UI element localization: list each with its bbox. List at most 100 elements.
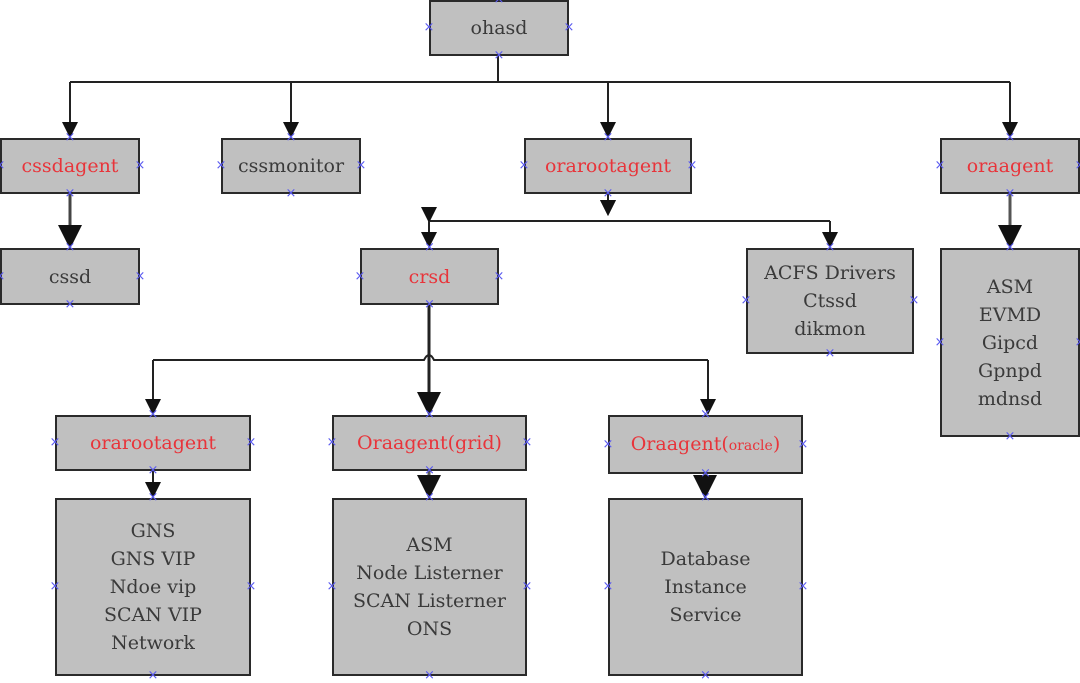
connection-point-icon[interactable]: × bbox=[521, 579, 533, 594]
node-label: ASM bbox=[406, 534, 453, 556]
node-crsd[interactable]: crsd bbox=[360, 248, 499, 305]
connection-point-icon[interactable]: × bbox=[521, 435, 533, 450]
connection-point-icon[interactable]: × bbox=[824, 346, 836, 361]
node-label: crsd bbox=[408, 265, 451, 288]
connection-point-icon[interactable]: × bbox=[563, 20, 575, 35]
connection-point-icon[interactable]: × bbox=[326, 435, 338, 450]
node-label: Network bbox=[111, 632, 195, 654]
connection-point-icon[interactable]: × bbox=[245, 435, 257, 450]
connection-point-icon[interactable]: × bbox=[424, 490, 435, 505]
node-label: dikmon bbox=[794, 318, 866, 340]
connection-point-icon[interactable]: × bbox=[424, 297, 435, 312]
node-label: SCAN Listerner bbox=[353, 590, 506, 612]
connection-point-icon[interactable]: × bbox=[424, 463, 435, 478]
connection-point-icon[interactable]: × bbox=[49, 435, 61, 450]
connection-point-icon[interactable]: × bbox=[1004, 429, 1016, 444]
connection-point-icon[interactable]: × bbox=[64, 297, 76, 312]
node-ohasd[interactable]: ohasd bbox=[429, 0, 569, 56]
connection-point-icon[interactable]: × bbox=[493, 48, 505, 63]
connection-point-icon[interactable]: × bbox=[134, 268, 146, 284]
connection-point-icon[interactable]: × bbox=[493, 268, 505, 284]
connection-point-icon[interactable]: × bbox=[355, 158, 367, 173]
connection-point-icon[interactable]: × bbox=[147, 463, 159, 478]
node-label: ASM bbox=[986, 275, 1034, 298]
node-orarootagent-crsd[interactable]: orarootagent bbox=[55, 415, 251, 471]
connection-point-icon[interactable]: × bbox=[147, 407, 159, 422]
connection-point-icon[interactable]: × bbox=[147, 668, 159, 683]
connection-point-icon[interactable]: × bbox=[700, 407, 711, 422]
node-orarootagent-top[interactable]: orarootagent bbox=[524, 138, 692, 194]
node-label: cssdagent bbox=[21, 155, 119, 177]
node-label: cssmonitor bbox=[237, 155, 345, 177]
connection-point-icon[interactable]: × bbox=[326, 579, 338, 594]
connection-point-icon[interactable]: × bbox=[285, 186, 297, 201]
node-cssmonitor[interactable]: cssmonitor bbox=[221, 138, 361, 194]
edge-ohasd-bus bbox=[70, 56, 1010, 83]
node-label: Gipcd bbox=[981, 331, 1039, 354]
connection-point-icon[interactable]: × bbox=[700, 668, 711, 683]
connection-point-icon[interactable]: × bbox=[1074, 159, 1080, 172]
node-oraagent-oracle[interactable]: Oraagent(oracle) bbox=[608, 415, 803, 474]
connection-point-icon[interactable]: × bbox=[493, 0, 505, 6]
node-cssd[interactable]: cssd bbox=[0, 248, 140, 305]
connection-point-icon[interactable]: × bbox=[1004, 130, 1016, 145]
connection-point-icon[interactable]: × bbox=[602, 436, 614, 452]
node-label-main: Oraagent( bbox=[630, 432, 729, 455]
connection-point-icon[interactable]: × bbox=[602, 186, 614, 201]
connection-point-icon[interactable]: × bbox=[64, 186, 76, 201]
node-oraagent-top[interactable]: oraagent bbox=[940, 138, 1080, 194]
connection-point-icon[interactable]: × bbox=[908, 293, 920, 308]
connection-point-icon[interactable]: × bbox=[423, 20, 435, 35]
connection-point-icon[interactable]: × bbox=[700, 490, 711, 505]
node-label: orarootagent bbox=[544, 155, 672, 177]
connection-point-icon[interactable]: × bbox=[1004, 186, 1016, 201]
connection-point-icon[interactable]: × bbox=[0, 159, 6, 172]
connection-point-icon[interactable]: × bbox=[215, 158, 227, 173]
node-label: Oraagent(grid) bbox=[357, 432, 502, 454]
node-label-suffix: oracle bbox=[728, 437, 773, 454]
node-label: orarootagent bbox=[89, 432, 217, 454]
connection-point-icon[interactable]: × bbox=[797, 579, 809, 594]
node-label: Instance bbox=[664, 576, 747, 598]
node-cssdagent[interactable]: cssdagent bbox=[0, 138, 140, 194]
connection-point-icon[interactable]: × bbox=[49, 579, 61, 594]
connection-point-icon[interactable]: × bbox=[64, 240, 76, 255]
connection-point-icon[interactable]: × bbox=[1004, 240, 1016, 255]
connection-point-icon[interactable]: × bbox=[0, 270, 6, 283]
connection-point-icon[interactable]: × bbox=[1074, 336, 1080, 349]
connection-point-icon[interactable]: × bbox=[147, 490, 159, 505]
node-label: EVMD bbox=[978, 303, 1042, 326]
node-oraagent-grid[interactable]: Oraagent(grid) bbox=[332, 415, 527, 471]
connection-point-icon[interactable]: × bbox=[700, 466, 711, 481]
connection-point-icon[interactable]: × bbox=[602, 579, 614, 594]
connection-point-icon[interactable]: × bbox=[424, 240, 435, 255]
connection-point-icon[interactable]: × bbox=[602, 130, 614, 145]
node-label: Ndoe vip bbox=[109, 576, 197, 598]
connection-point-icon[interactable]: × bbox=[934, 158, 946, 173]
node-label: ONS bbox=[406, 618, 453, 640]
connection-point-icon[interactable]: × bbox=[424, 668, 435, 683]
connection-point-icon[interactable]: × bbox=[245, 579, 257, 594]
connection-point-icon[interactable]: × bbox=[134, 158, 146, 173]
node-label: mdnsd bbox=[977, 387, 1043, 410]
connection-point-icon[interactable]: × bbox=[934, 334, 946, 350]
node-label: GNS VIP bbox=[110, 548, 196, 570]
connection-point-icon[interactable]: × bbox=[354, 268, 366, 284]
edge-orarootagent-bus bbox=[429, 194, 830, 221]
connection-point-icon[interactable]: × bbox=[740, 293, 752, 308]
connection-point-icon[interactable]: × bbox=[64, 130, 76, 145]
node-label: oraagent bbox=[966, 155, 1054, 177]
connection-point-icon[interactable]: × bbox=[518, 158, 530, 173]
connection-point-icon[interactable]: × bbox=[686, 158, 698, 173]
connection-point-icon[interactable]: × bbox=[424, 407, 435, 422]
connection-point-icon[interactable]: × bbox=[797, 436, 809, 452]
connection-point-icon[interactable]: × bbox=[285, 130, 297, 145]
connection-point-icon[interactable]: × bbox=[824, 240, 836, 255]
node-label: Oraagent(oracle) bbox=[631, 430, 781, 460]
